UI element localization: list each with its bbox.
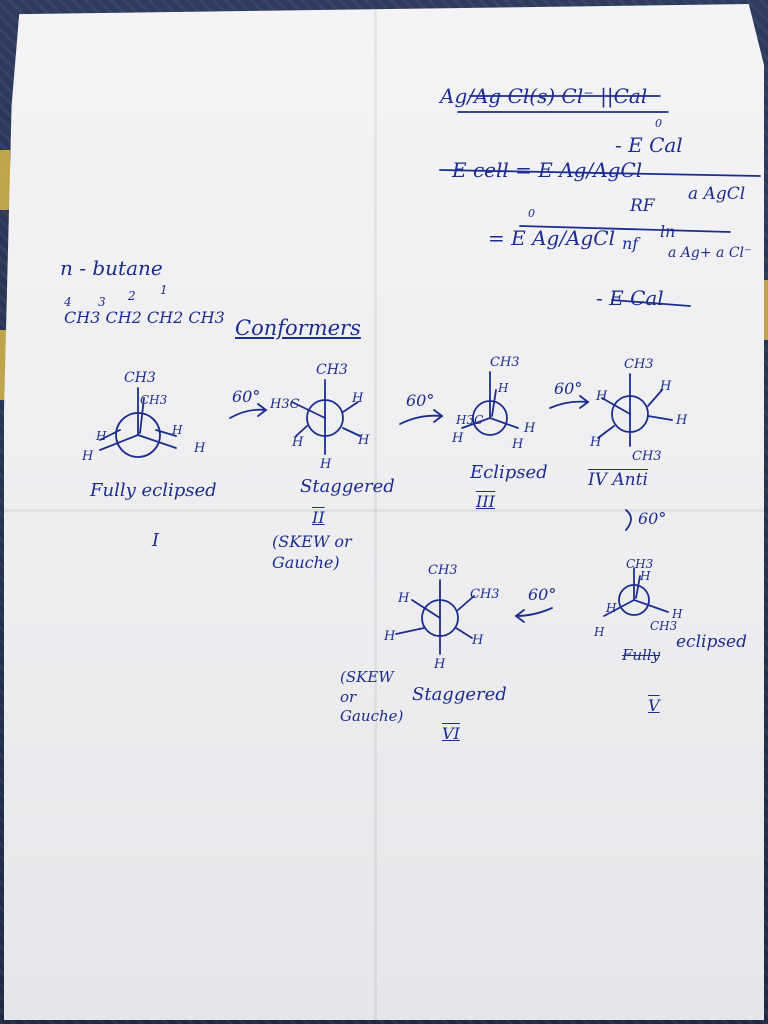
sub-h: H xyxy=(671,607,683,621)
sub-h: H xyxy=(291,435,304,450)
projection-IV: CH3 H H H H CH3 xyxy=(589,357,688,464)
struck-word-V: Fully xyxy=(622,646,661,664)
rotation-label: 60° xyxy=(528,585,556,604)
sub-h: H xyxy=(471,633,484,648)
e-cal-superscript: 0 xyxy=(655,117,662,130)
sub-h: H xyxy=(497,381,509,395)
sub-h: H xyxy=(383,629,396,644)
caption-VI: Staggered xyxy=(412,684,507,705)
sub-ch3: CH3 xyxy=(490,355,520,370)
note-VI: (SKEW or Gauche) xyxy=(340,668,404,725)
carbon-number-2: 2 xyxy=(128,289,136,303)
caption-I: Fully eclipsed xyxy=(90,480,217,501)
sub-h: H xyxy=(81,449,94,464)
rotation-label: 60° xyxy=(638,509,666,528)
paper-fold-vertical xyxy=(374,4,377,1020)
roman-III: III xyxy=(476,492,495,511)
note-II: (SKEW or Gauche) xyxy=(272,532,352,572)
sub-h3c: H3C xyxy=(455,413,483,427)
rotation-arrow-4: 60° xyxy=(625,509,666,531)
butane-formula: CH3 CH2 CH2 CH3 xyxy=(64,308,225,327)
roman-II: II xyxy=(312,508,325,527)
sub-h3c: H3C xyxy=(269,397,300,412)
fabric-pattern xyxy=(0,150,10,210)
rotation-label: 60° xyxy=(406,391,434,410)
sub-ch3: CH3 xyxy=(624,357,654,372)
projection-V: CH3 H H H CH3 H xyxy=(593,557,683,639)
sub-h: H xyxy=(357,433,370,448)
sub-h: H xyxy=(193,441,206,456)
carbon-number-4: 4 xyxy=(64,295,72,309)
sub-h: H xyxy=(397,591,410,606)
sub-h: H xyxy=(523,421,536,436)
nf-term: nf xyxy=(622,234,639,253)
roman-V: V xyxy=(648,696,660,715)
sub-ch3: CH3 xyxy=(428,563,458,578)
sub-h: H xyxy=(595,389,608,404)
activity-ag-cl: a Ag+ a Cl⁻ xyxy=(668,245,752,261)
roman-I: I xyxy=(152,530,160,551)
sub-ch3: CH3 xyxy=(124,370,156,386)
rotation-label: 60° xyxy=(554,379,582,398)
nernst-equation: = E Ag/AgCl xyxy=(488,226,616,250)
sub-ch3: CH3 xyxy=(470,587,500,602)
sub-h: H xyxy=(319,457,332,472)
e-cell-equation: E cell = E Ag/AgCl xyxy=(452,158,643,182)
sub-h: H xyxy=(675,413,688,428)
roman-VI: VI xyxy=(442,724,460,743)
sub-ch3: CH3 xyxy=(316,362,348,378)
carbon-number-1: 1 xyxy=(160,283,168,297)
sub-h: H xyxy=(659,379,672,394)
butane-title: n - butane xyxy=(60,256,163,280)
caption-V: eclipsed xyxy=(676,632,748,652)
sub-h: H xyxy=(171,423,183,437)
rf-term: RF xyxy=(630,196,655,216)
conformers-heading: Conformers xyxy=(235,316,361,340)
sub-ch3: CH3 xyxy=(626,557,654,571)
sub-h: H xyxy=(593,625,605,639)
sub-h: H xyxy=(433,657,446,672)
ln-term: ln xyxy=(660,222,676,241)
rotation-arrow-2: 60° xyxy=(399,391,444,425)
sub-h: H xyxy=(95,429,107,443)
caption-III: Eclipsed xyxy=(470,462,548,483)
e0-superscript: 0 xyxy=(528,207,535,220)
sub-h: H xyxy=(605,601,617,615)
sub-ch3: CH3 xyxy=(140,393,168,407)
projection-I: CH3 CH3 H H H H xyxy=(81,370,206,464)
e-cal-term: - E Cal xyxy=(615,133,683,157)
rotation-arrow-3: 60° xyxy=(549,379,590,409)
rotation-arrow-5: 60° xyxy=(514,585,556,623)
caption-II: Staggered xyxy=(300,476,395,497)
sub-h: H xyxy=(639,569,651,583)
rotation-arrow-1: 60° xyxy=(229,387,268,419)
activity-agcl: a AgCl xyxy=(688,184,746,204)
sub-h: H xyxy=(351,391,364,406)
sub-h: H xyxy=(589,435,602,450)
rotation-label: 60° xyxy=(232,387,260,406)
sub-ch3: CH3 xyxy=(632,449,662,464)
projection-II: CH3 H3C H H H H xyxy=(269,362,370,472)
projection-III: CH3 H H3C H H H xyxy=(451,355,536,452)
carbon-number-3: 3 xyxy=(98,295,106,309)
sub-h: H xyxy=(451,431,464,446)
sub-h: H xyxy=(511,437,524,452)
fabric-pattern xyxy=(0,330,8,400)
projection-VI: CH3 CH3 H H H H xyxy=(383,563,500,672)
caption-IV: IV Anti xyxy=(588,470,648,490)
sub-ch3: CH3 xyxy=(650,619,678,633)
paper-fold-horizontal xyxy=(4,509,764,512)
